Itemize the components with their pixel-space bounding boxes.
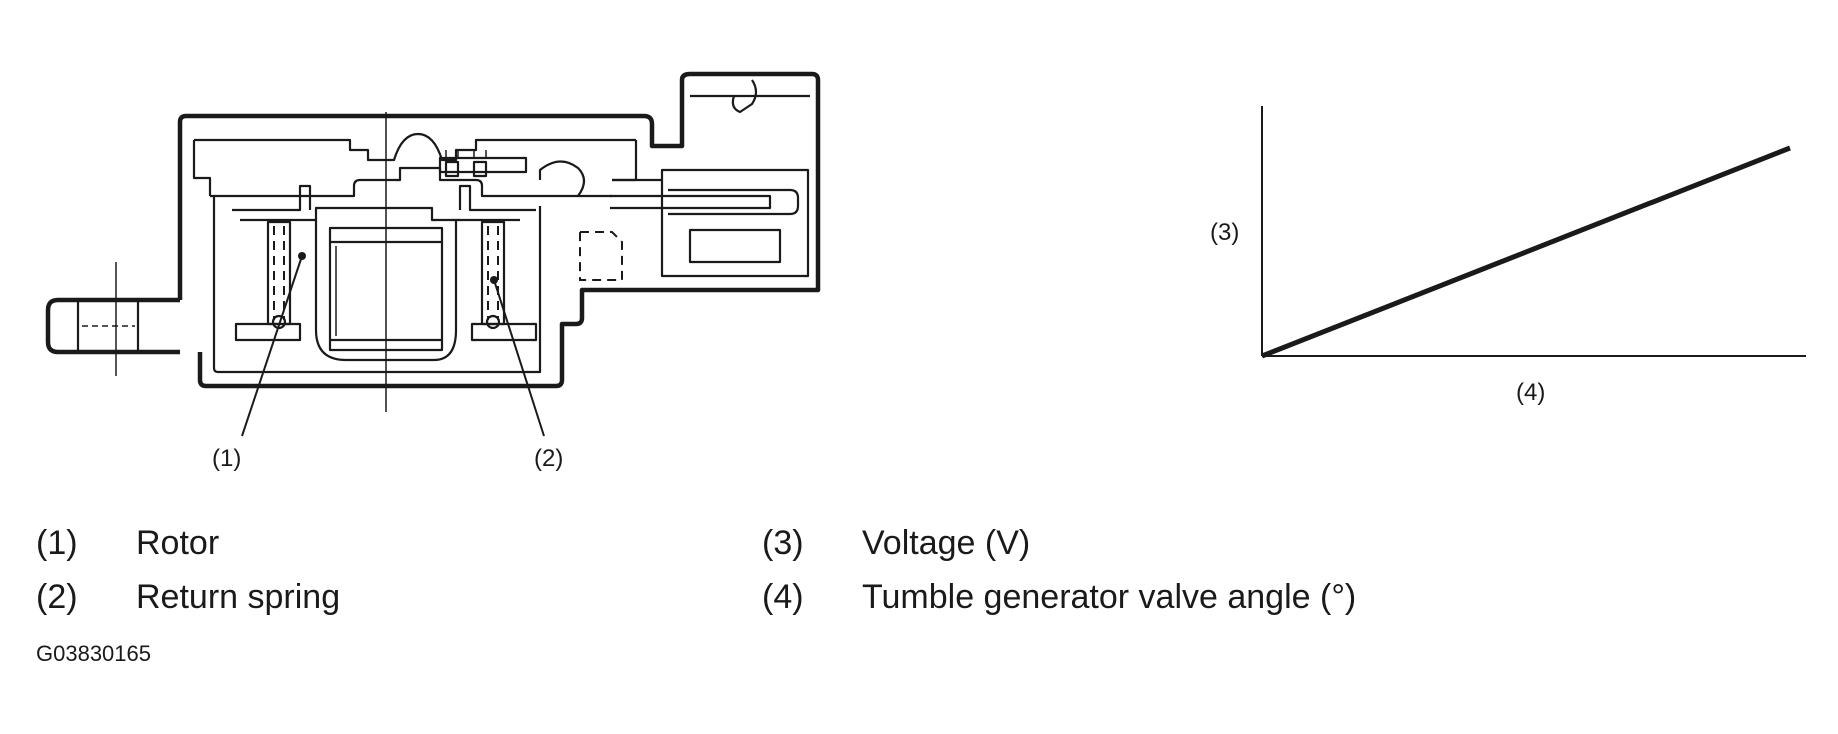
connector (610, 79, 810, 278)
rotor (328, 226, 444, 352)
sensor-housing (177, 71, 821, 389)
legend-text-2: Return spring (136, 578, 340, 616)
rotor-housing (240, 206, 520, 222)
legend-num-1: (1) (36, 524, 78, 562)
spring-leader (493, 279, 545, 437)
legend-num-3: (3) (762, 524, 804, 562)
output-line (1261, 145, 1791, 359)
y-axis-label: (3) (1210, 219, 1239, 246)
voltage-angle-graph: (3) (4) (1210, 106, 1806, 406)
legend-num-2: (2) (36, 578, 78, 616)
sensor-cross-section: (1) (2) (45, 71, 821, 472)
rotor-leader (241, 255, 303, 437)
legend: (1) Rotor (2) Return spring (3) Voltage … (36, 524, 1356, 616)
legend-text-4: Tumble generator valve angle (°) (862, 578, 1356, 616)
legend-num-4: (4) (762, 578, 804, 616)
legend-text-1: Rotor (136, 524, 219, 562)
callout-spring: (2) (534, 445, 563, 472)
mounting-flange (45, 297, 180, 355)
callout-rotor: (1) (212, 445, 241, 472)
figure-code: G03830165 (36, 641, 151, 666)
return-spring-left (266, 220, 292, 330)
x-axis-label: (4) (1516, 379, 1545, 406)
return-spring-right (480, 220, 506, 330)
sensor-board (438, 150, 528, 178)
legend-text-3: Voltage (V) (862, 524, 1030, 562)
